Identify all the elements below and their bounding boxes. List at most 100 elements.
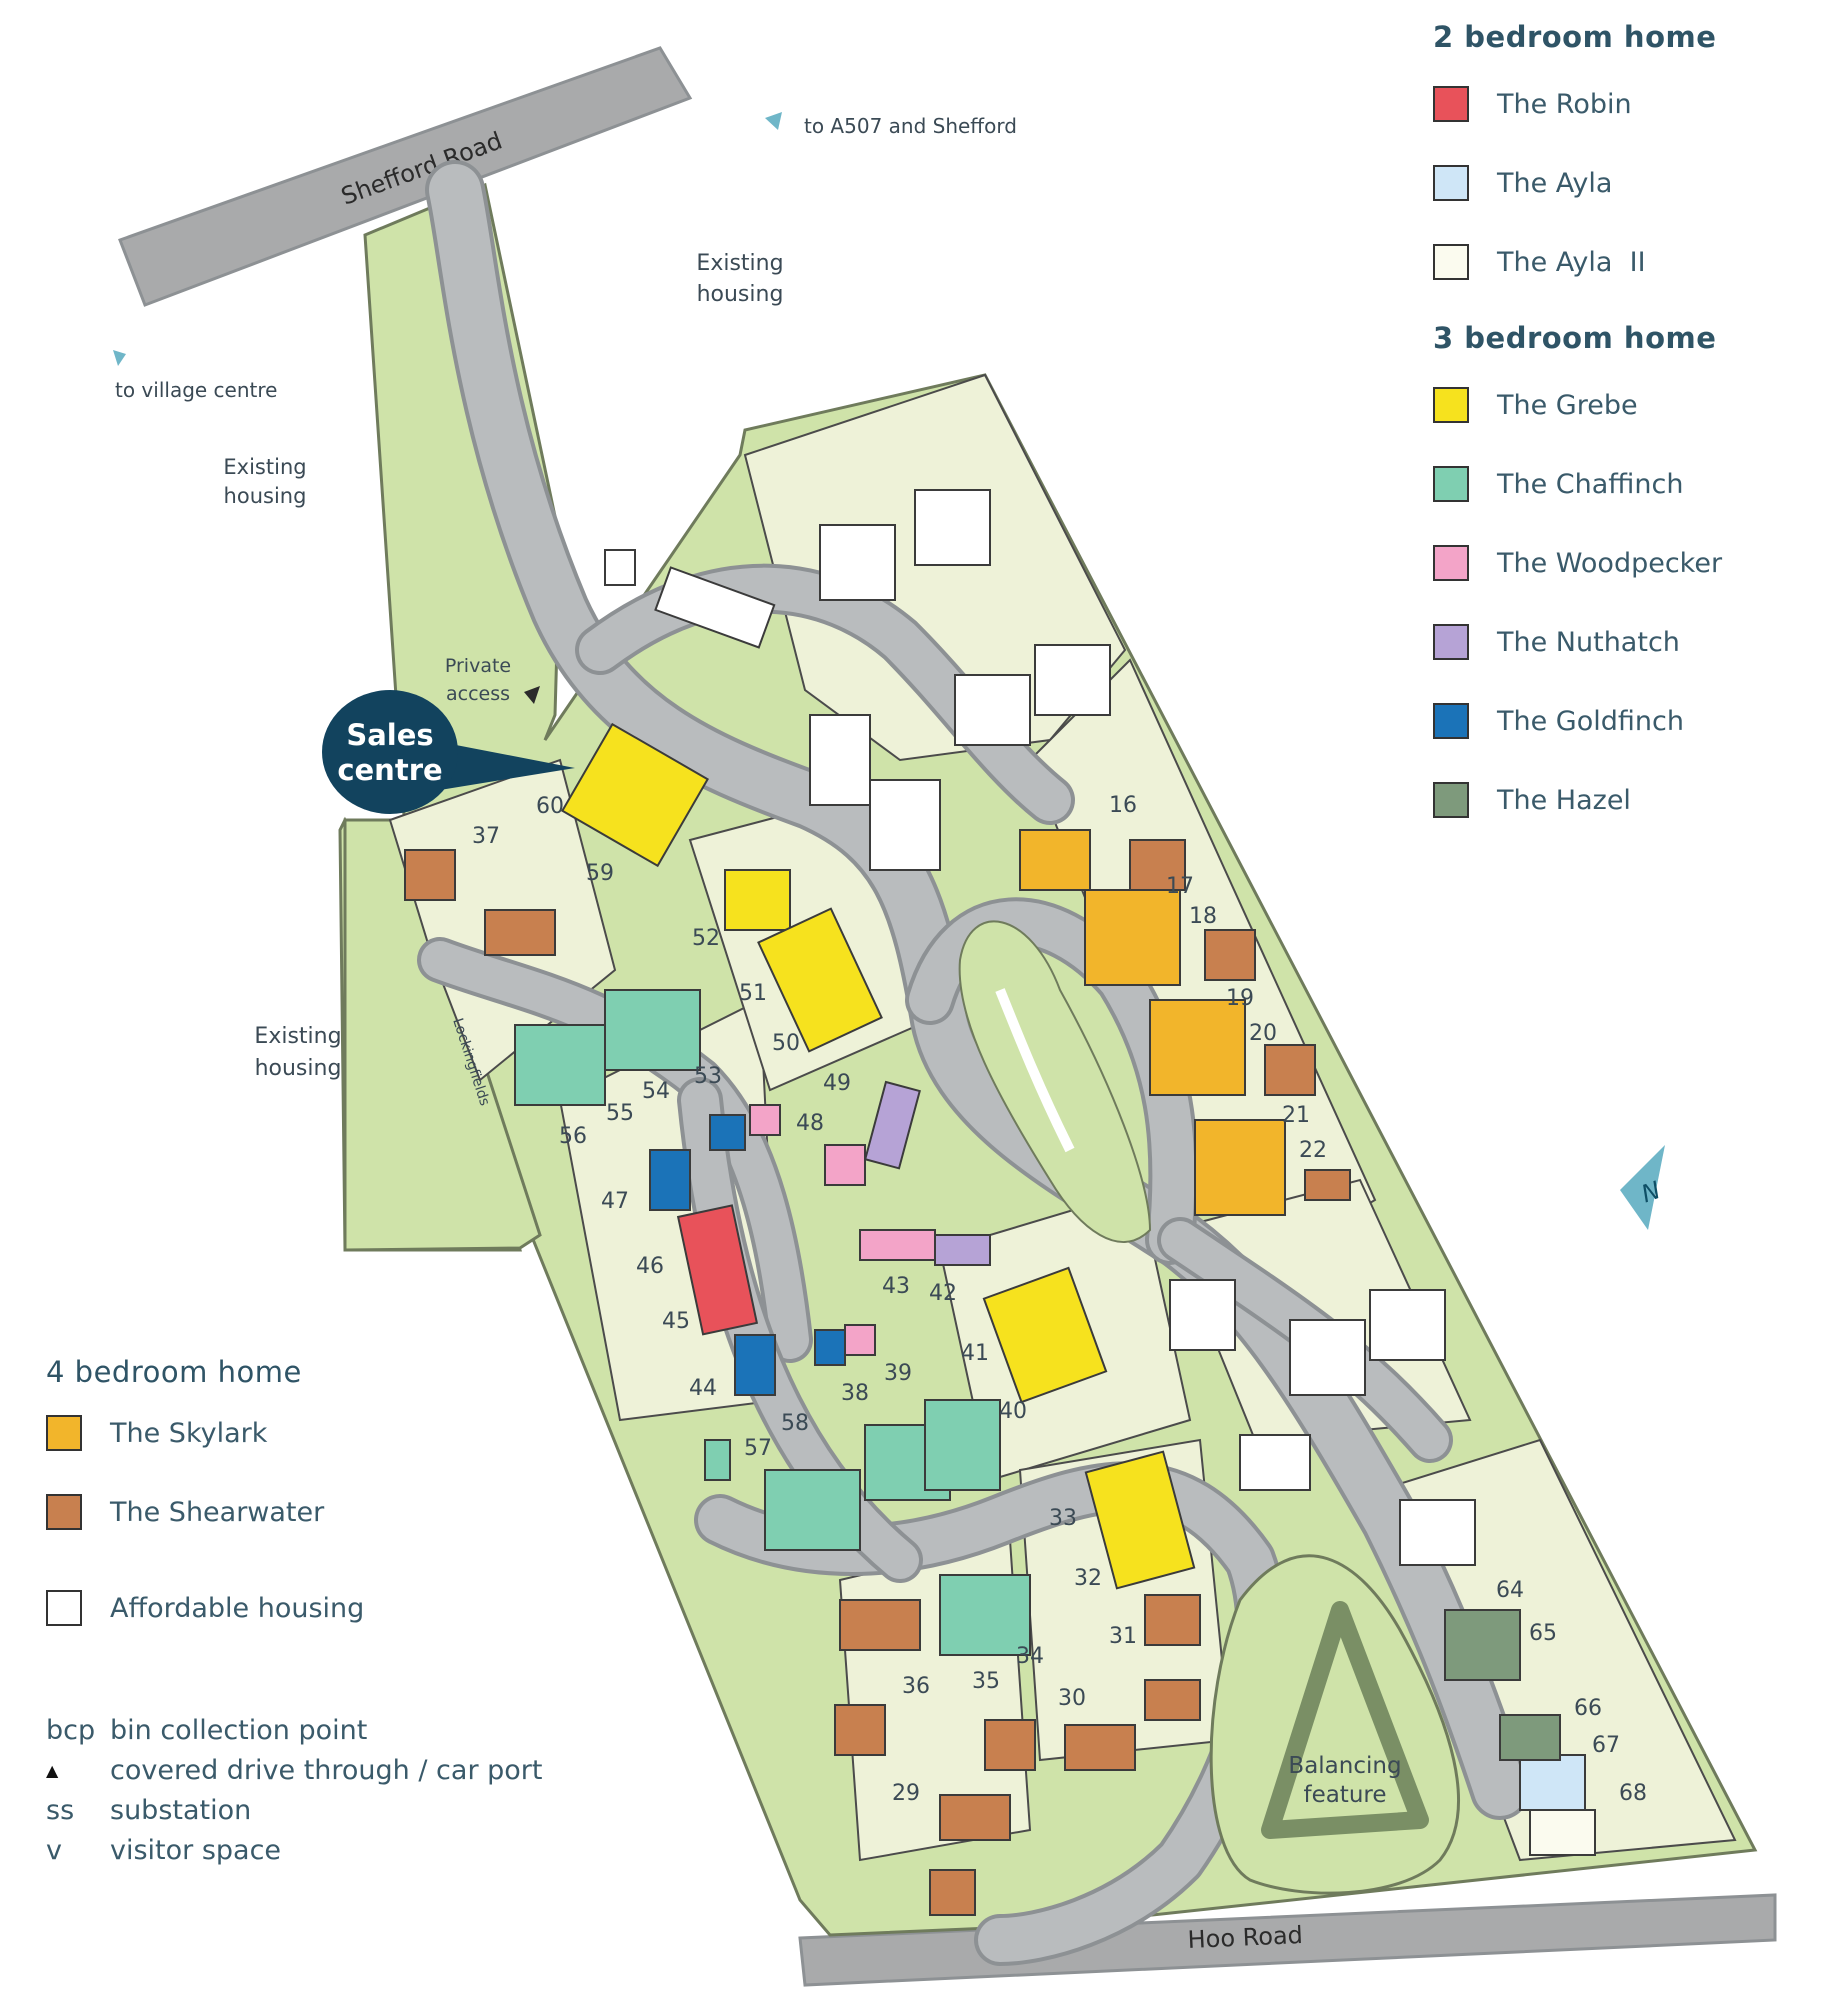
shearwater-swatch — [46, 1494, 82, 1530]
skylark-house — [1019, 829, 1091, 891]
shearwater-house — [1144, 1679, 1201, 1721]
affordable-swatch — [46, 1590, 82, 1626]
plot-20: 20 — [1249, 1021, 1277, 1046]
goldfinch-house — [734, 1334, 776, 1396]
plot-55: 55 — [606, 1101, 634, 1126]
shearwater-house — [1129, 839, 1186, 891]
woodpecker-house — [844, 1324, 876, 1356]
balancing-label-2: feature — [1303, 1782, 1386, 1808]
ayla-ii-house — [1529, 1809, 1596, 1856]
legend-item-affordable: Affordable housing — [46, 1588, 364, 1628]
plot-43: 43 — [882, 1274, 910, 1299]
existing-housing-3b: housing — [255, 1056, 342, 1081]
key-ss: ss substation — [46, 1794, 252, 1826]
legend-2-bed-title: 2 bedroom home — [1433, 20, 1717, 54]
to-village-label: to village centre — [115, 378, 277, 402]
plot-44: 44 — [689, 1376, 717, 1401]
key-bcp: bcp bin collection point — [46, 1714, 368, 1746]
affordable-house — [1399, 1499, 1476, 1566]
plot-59: 59 — [586, 861, 614, 886]
private-access-arrow-icon — [524, 686, 540, 704]
plot-34: 34 — [1016, 1644, 1044, 1669]
plot-53: 53 — [694, 1064, 722, 1089]
affordable-house — [604, 549, 636, 586]
plot-32: 32 — [1074, 1566, 1102, 1591]
chaffinch-house — [924, 1399, 1001, 1491]
sales-centre-label: Sales — [346, 718, 433, 752]
plot-47: 47 — [601, 1189, 629, 1214]
area-labels: to A507 and Shefford to village centre E… — [113, 112, 1017, 1081]
woodpecker-swatch — [1433, 545, 1469, 581]
plot-54: 54 — [642, 1079, 670, 1104]
nuthatch-house — [934, 1234, 991, 1266]
shearwater-house — [839, 1599, 921, 1651]
plot-19: 19 — [1226, 986, 1254, 1011]
plot-numbers: 16 17 18 19 20 21 22 29 30 31 32 33 34 3… — [472, 793, 1647, 1806]
existing-housing-1b: housing — [697, 282, 784, 307]
carport-triangle-icon: ▲ — [46, 1760, 59, 1780]
plot-42: 42 — [929, 1281, 957, 1306]
grebe-house — [561, 722, 709, 868]
plot-58: 58 — [781, 1411, 809, 1436]
chaffinch-house — [704, 1439, 731, 1481]
woodpecker-house — [859, 1229, 936, 1261]
legend-item-shearwater: The Shearwater — [46, 1492, 364, 1532]
legend-top: 2 bedroom home The Robin The Ayla The Ay… — [1433, 20, 1722, 859]
affordable-house — [809, 714, 871, 806]
chaffinch-house — [514, 1024, 606, 1106]
arrow-a507-icon — [765, 112, 782, 130]
existing-housing-3: Existing — [254, 1024, 341, 1049]
arrow-village-icon — [113, 350, 126, 366]
shearwater-house — [484, 909, 556, 956]
skylark-swatch — [46, 1415, 82, 1451]
shearwater-house — [404, 849, 456, 901]
plot-64: 64 — [1496, 1578, 1524, 1603]
skylark-house — [1084, 889, 1181, 986]
plot-50: 50 — [772, 1031, 800, 1056]
plot-49: 49 — [823, 1071, 851, 1096]
legend-4-bed-title: 4 bedroom home — [46, 1355, 302, 1389]
existing-housing-2: Existing — [223, 455, 306, 479]
plot-36: 36 — [902, 1674, 930, 1699]
plot-38: 38 — [841, 1381, 869, 1406]
shearwater-house — [929, 1869, 976, 1916]
affordable-house — [1369, 1289, 1446, 1361]
legend-keys: bcp bin collection point ▲ covered drive… — [46, 1710, 542, 1870]
sales-centre-marker[interactable]: Sales centre — [322, 690, 575, 814]
nuthatch-house — [864, 1080, 921, 1170]
legend-item-nuthatch: The Nuthatch — [1433, 622, 1722, 662]
existing-housing-2b: housing — [224, 484, 307, 508]
private-access-label: Private — [445, 655, 511, 677]
sales-centre-label-2: centre — [337, 753, 442, 787]
skylark-house — [1149, 999, 1246, 1096]
robin-house — [676, 1204, 759, 1336]
legend-item-ayla: The Ayla — [1433, 163, 1722, 203]
grebe-swatch — [1433, 387, 1469, 423]
hazel-swatch — [1433, 782, 1469, 818]
plot-68: 68 — [1619, 1781, 1647, 1806]
legend-item-robin: The Robin — [1433, 84, 1722, 124]
legend-item-skylark: The Skylark — [46, 1413, 364, 1453]
plot-33: 33 — [1049, 1506, 1077, 1531]
central-green — [958, 920, 1152, 1243]
shearwater-house — [1304, 1169, 1351, 1201]
skylark-house — [1194, 1119, 1286, 1216]
plot-18: 18 — [1189, 904, 1217, 929]
plot-35: 35 — [972, 1669, 1000, 1694]
legend-item-grebe: The Grebe — [1433, 385, 1722, 425]
affordable-house — [869, 779, 941, 871]
plot-45: 45 — [662, 1309, 690, 1334]
hoo-road-label: Hoo Road — [1187, 1921, 1303, 1954]
grebe-house — [724, 869, 791, 931]
legend-item-woodpecker: The Woodpecker — [1433, 543, 1722, 583]
chaffinch-house — [939, 1574, 1031, 1656]
goldfinch-house — [709, 1114, 746, 1151]
chaffinch-swatch — [1433, 466, 1469, 502]
grebe-house — [1084, 1450, 1196, 1590]
affordable-house — [954, 674, 1031, 746]
plot-21: 21 — [1282, 1103, 1310, 1128]
legend-3-bed-title: 3 bedroom home — [1433, 321, 1717, 355]
plot-60: 60 — [536, 794, 564, 819]
chaffinch-house — [764, 1469, 861, 1551]
